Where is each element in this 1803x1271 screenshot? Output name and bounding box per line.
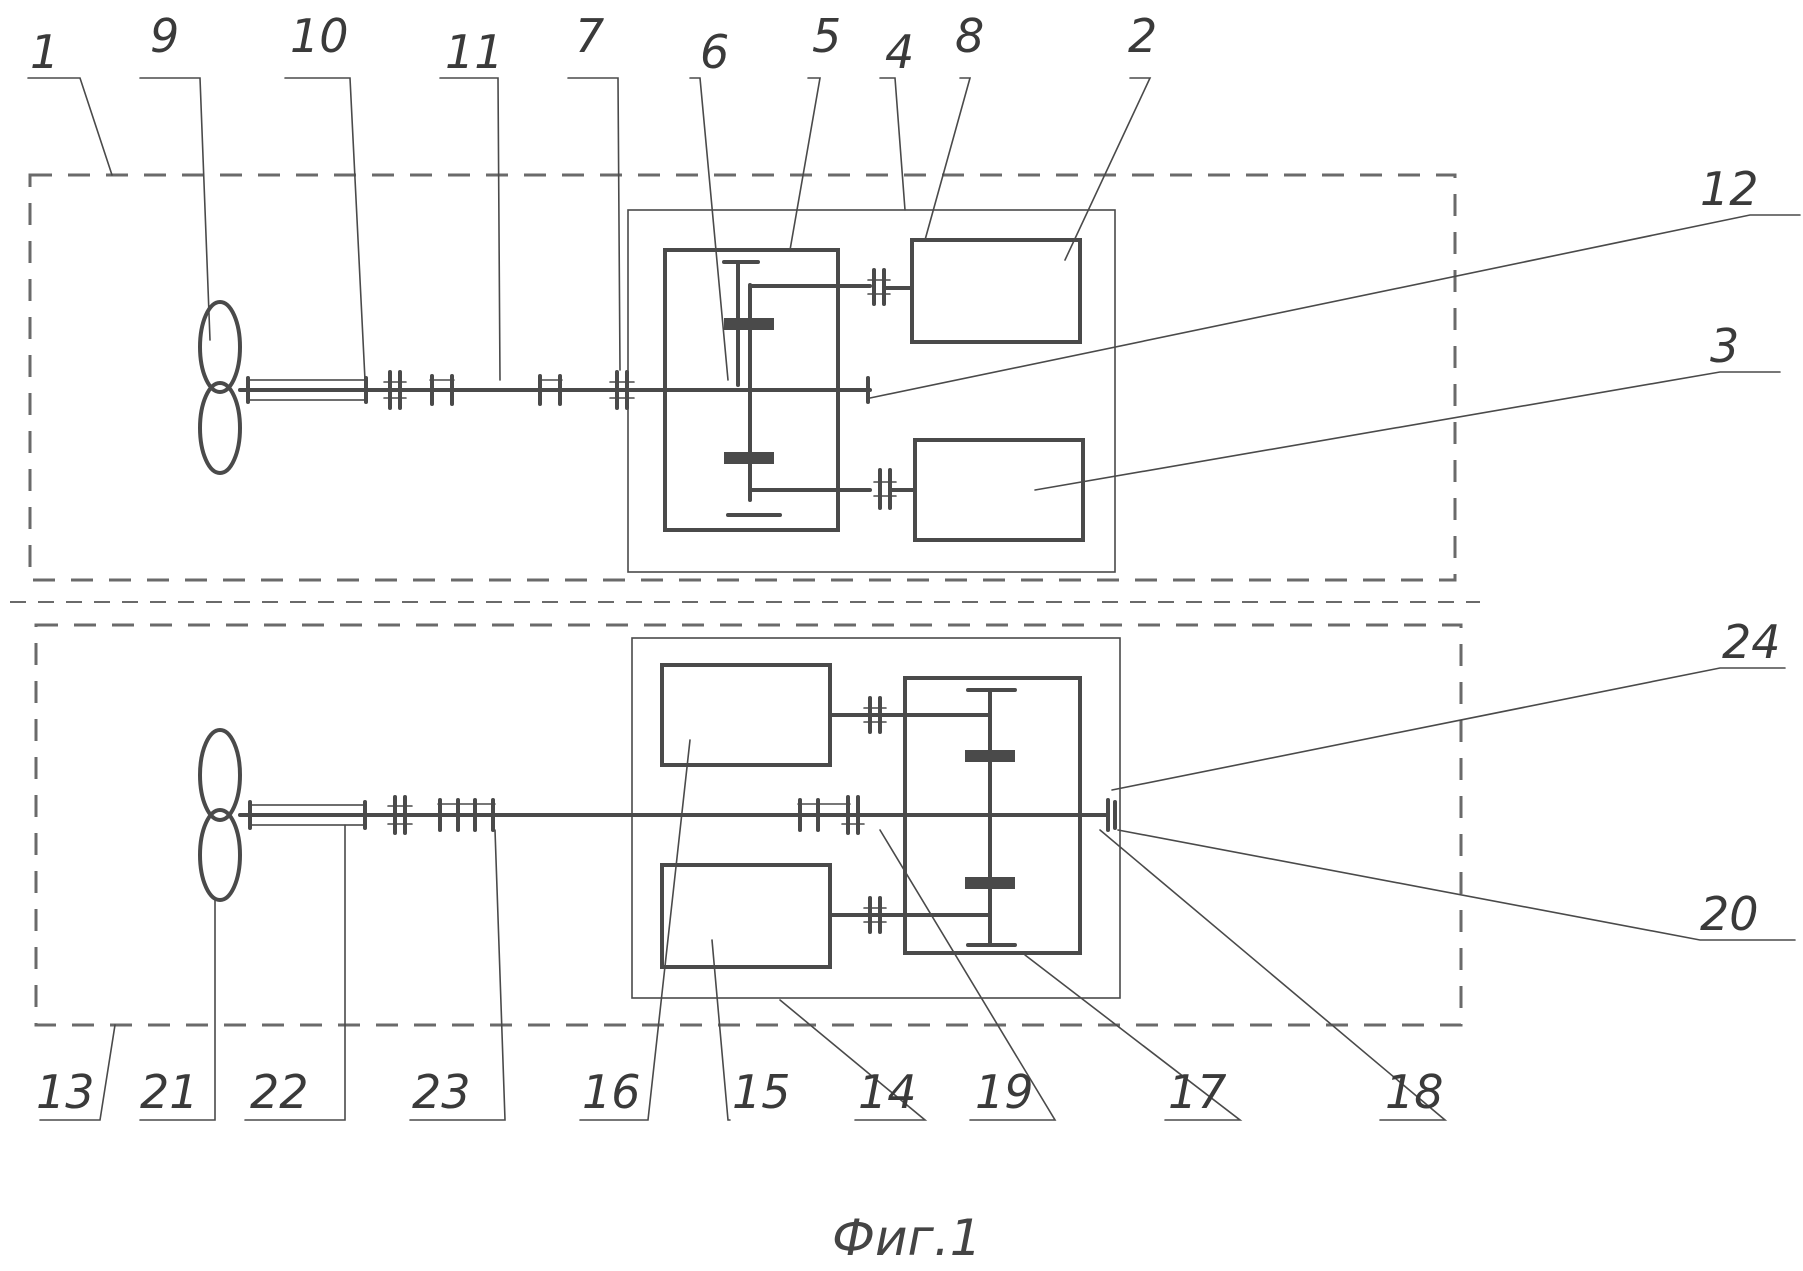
label-2: 2 [1128, 9, 1157, 63]
top-assembly [10, 173, 1480, 603]
label-16: 16 [582, 1065, 641, 1119]
coupling-7 [609, 370, 635, 410]
label-24: 24 [1722, 615, 1781, 669]
leader-lines [27, 77, 1801, 1121]
label-18: 18 [1385, 1065, 1444, 1119]
gear-train-17 [828, 688, 1017, 947]
figure-caption: Фиг.1 [832, 1209, 982, 1267]
label-5: 5 [812, 9, 841, 63]
label-6: 6 [700, 25, 729, 79]
coupling-8 [867, 268, 914, 306]
label-8: 8 [955, 9, 984, 63]
label-12: 12 [1700, 162, 1759, 216]
unit-box-14 [631, 637, 1121, 999]
label-23: 23 [412, 1065, 471, 1119]
label-19: 19 [975, 1065, 1034, 1119]
coupling-19 [797, 795, 865, 835]
label-15: 15 [732, 1065, 791, 1119]
label-4: 4 [885, 25, 914, 79]
label-9: 9 [150, 9, 179, 63]
propeller-21-lower [198, 808, 242, 902]
bearing-23 [437, 798, 496, 832]
labels: 1 9 10 11 7 6 5 4 8 2 12 3 24 20 13 21 2… [30, 9, 1781, 1267]
coupling-3 [873, 468, 917, 510]
label-10: 10 [290, 9, 349, 63]
housing-1 [28, 173, 1457, 582]
coupling-top-1 [383, 370, 407, 410]
generator-15 [660, 863, 832, 969]
propeller-9-upper [198, 300, 242, 394]
label-17: 17 [1168, 1065, 1227, 1119]
generator-3 [913, 438, 1085, 542]
label-1: 1 [30, 25, 59, 79]
label-7: 7 [575, 9, 604, 63]
gear-train-6 [722, 260, 872, 517]
coupling-bottom-1 [387, 795, 413, 835]
bottom-assembly [34, 623, 1463, 1027]
generator-2 [910, 238, 1082, 344]
propeller-9-lower [198, 381, 242, 475]
bearing-11 [429, 374, 563, 406]
propeller-21-upper [198, 728, 242, 822]
coupling-15 [863, 896, 887, 934]
coupling-16 [863, 696, 887, 734]
label-13: 13 [36, 1065, 95, 1119]
generator-16 [660, 663, 832, 767]
label-22: 22 [250, 1065, 309, 1119]
label-3: 3 [1710, 319, 1739, 373]
label-11: 11 [445, 25, 504, 79]
label-20: 20 [1700, 887, 1759, 941]
label-14: 14 [858, 1065, 917, 1119]
label-21: 21 [140, 1065, 199, 1119]
